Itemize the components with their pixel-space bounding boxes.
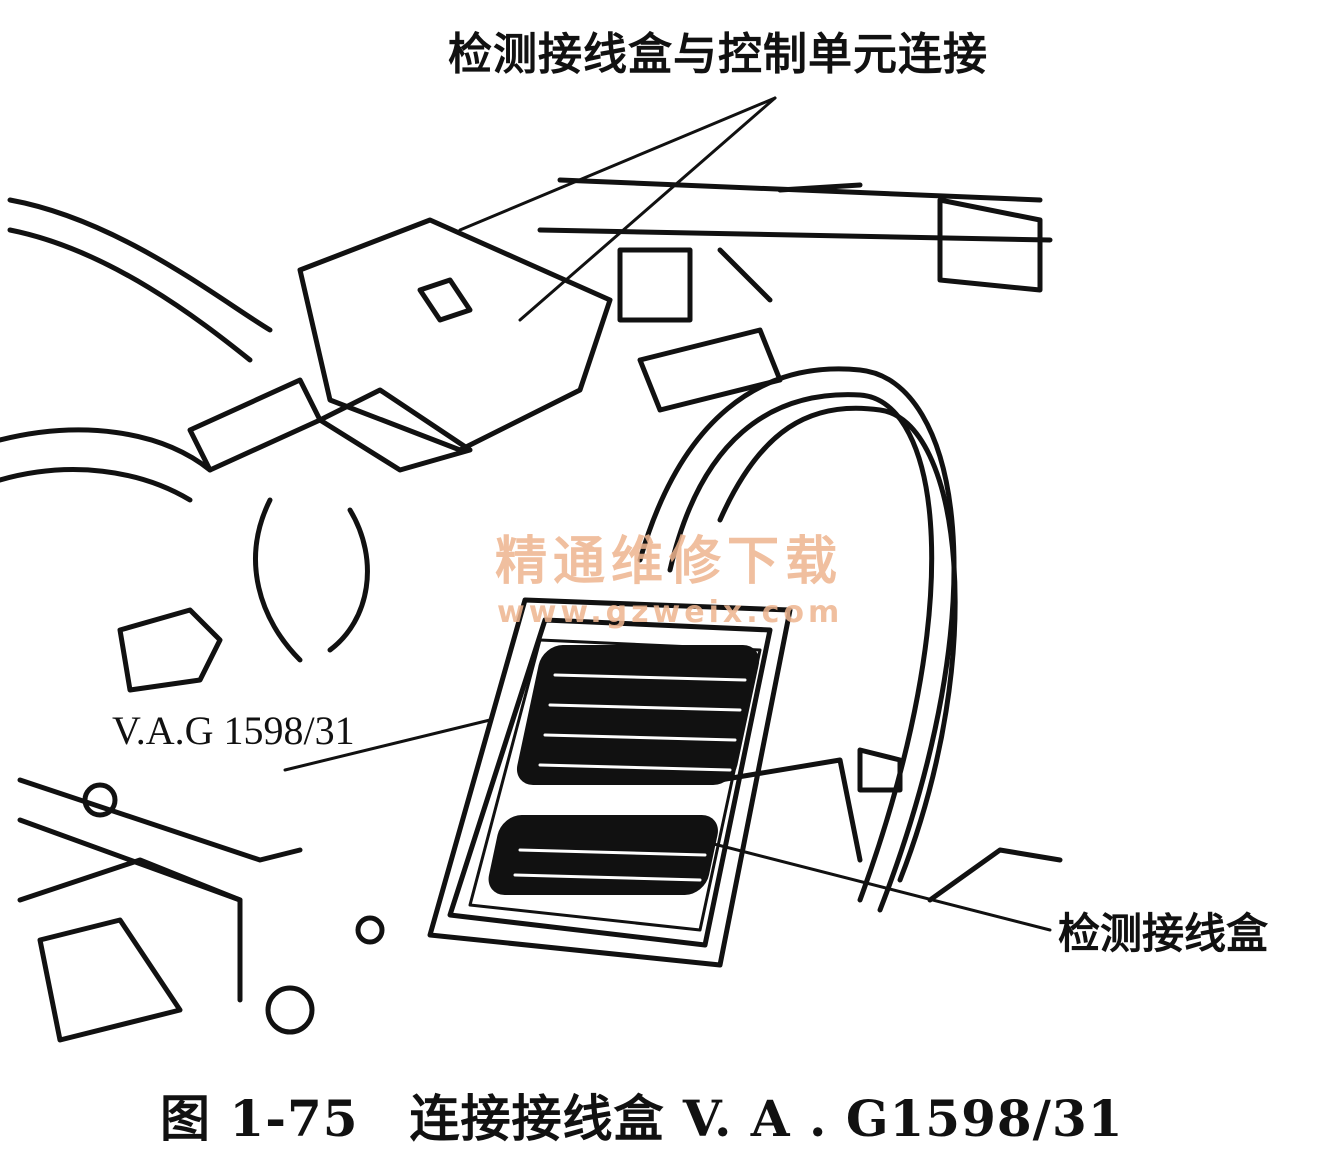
watermark-url: www.gzweix.com — [497, 595, 844, 630]
label-test-box: 检测接线盒 — [1058, 909, 1269, 958]
figure-caption: 图 1-75 连接接线盒 V. A . G1598/31 — [160, 1089, 1124, 1148]
leader-lines — [283, 96, 1052, 932]
label-connector-to-control-unit: 检测接线盒与控制单元连接 — [448, 29, 988, 80]
test-box-socket-gaps — [513, 673, 747, 882]
label-vag-1598-31: V.A.G 1598/31 — [112, 708, 355, 753]
watermark-text: 精通维修下载 — [495, 531, 844, 592]
left-components — [0, 197, 613, 1043]
cable-arc — [637, 366, 958, 913]
